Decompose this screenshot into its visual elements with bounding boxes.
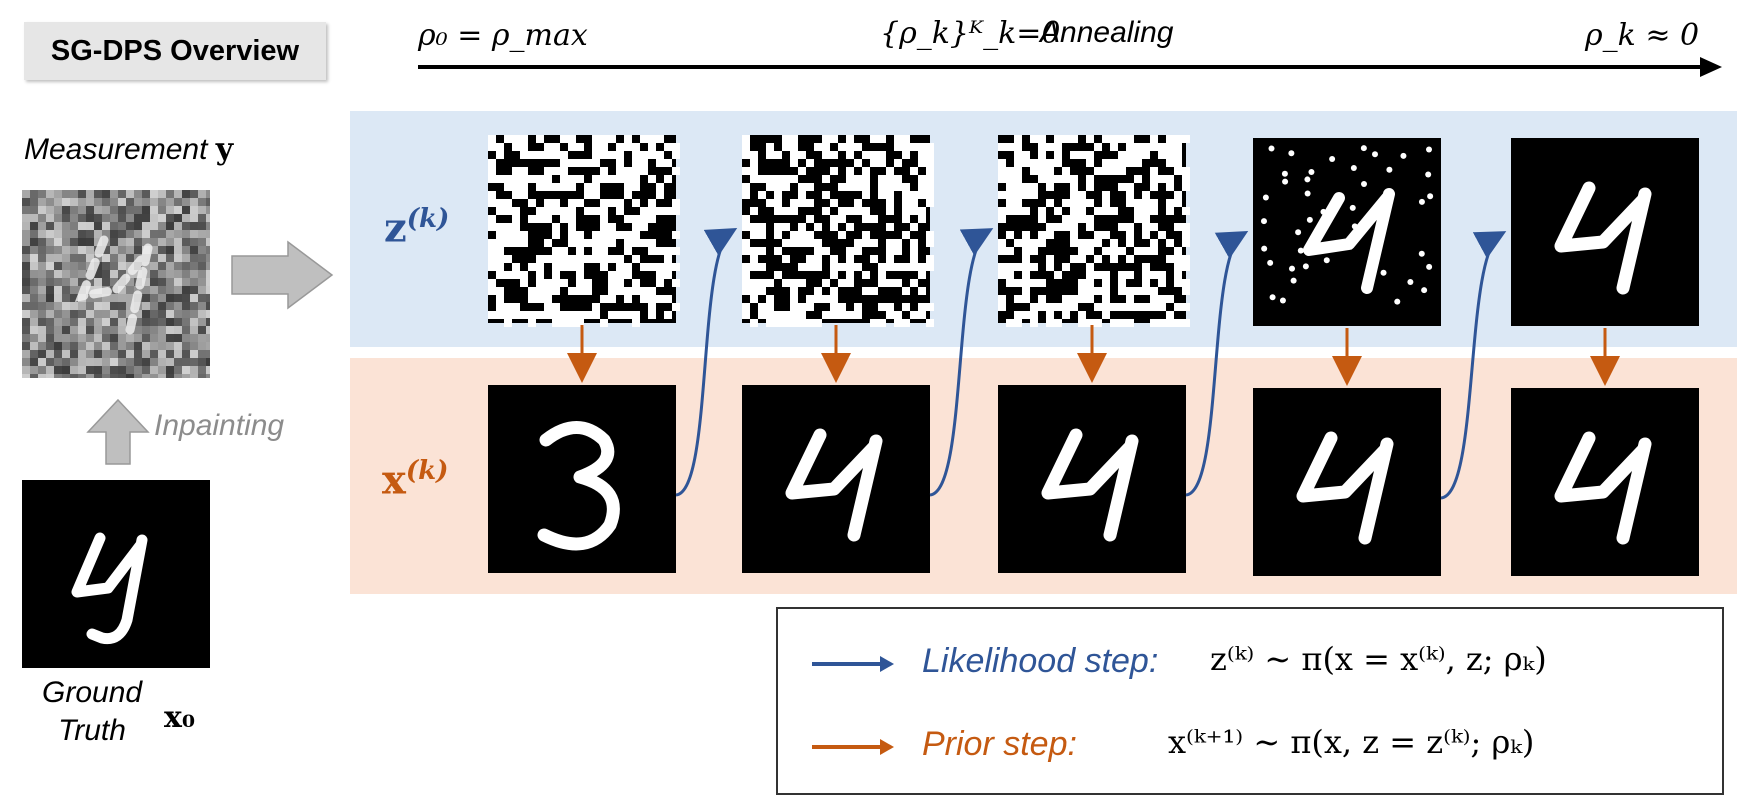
measurement-image: [22, 190, 210, 378]
measurement-to-rows-arrow: [231, 240, 334, 310]
annealing-label: Annealing: [1040, 16, 1174, 49]
likelihood-step-equation: z⁽ᵏ⁾ ∼ π(x = x⁽ᵏ⁾, z; ρₖ): [1210, 640, 1547, 678]
x-symbol: x: [382, 456, 406, 504]
z-symbol: z: [384, 204, 407, 252]
inpainting-label: Inpainting: [154, 409, 285, 442]
z-tile-3: [998, 135, 1190, 327]
measurement-text: Measurement: [24, 133, 208, 166]
x-row-label: x(k): [382, 456, 448, 503]
diagram-title: SG-DPS Overview: [24, 22, 326, 80]
z-tile-2: [742, 135, 934, 327]
annealing-end: ρ_k ≈ 0: [1585, 18, 1700, 53]
legend-blue-arrow: [812, 656, 894, 672]
legend-box: [776, 607, 1724, 795]
annealing-arrow: [418, 57, 1722, 77]
prior-step-equation: x⁽ᵏ⁺¹⁾ ∼ π(x, z = z⁽ᵏ⁾; ρₖ): [1168, 723, 1535, 761]
prior-step-label: Prior step:: [922, 725, 1077, 763]
likelihood-arrow-2: [929, 228, 994, 497]
likelihood-arrow-4: [1440, 231, 1507, 500]
annealing-start: ρ₀ = ρ_max: [418, 18, 588, 53]
sampling-flow: [488, 135, 1699, 576]
measurement-symbol: y: [215, 132, 234, 167]
z-row-label: z(k): [384, 204, 449, 251]
x-tile-4: [1253, 388, 1441, 576]
likelihood-step-label: Likelihood step:: [922, 642, 1159, 680]
ground-truth-line1: Ground: [42, 676, 143, 709]
ground-truth-label: Ground Truth: [42, 674, 142, 750]
ground-truth-image: [22, 480, 210, 668]
x-tile-3: [998, 385, 1186, 573]
x-tile-2: [742, 385, 930, 573]
measurement-label: Measurement y: [24, 132, 233, 167]
ground-truth-symbol: x₀: [164, 700, 196, 735]
z-tile-4: [1253, 138, 1441, 326]
z-tile-1: [488, 135, 680, 327]
x-tile-1: [488, 385, 676, 573]
z-tile-5: [1511, 138, 1699, 326]
likelihood-arrow-3: [1185, 231, 1249, 497]
ground-truth-line2: Truth: [58, 714, 126, 747]
x-superscript: (k): [405, 456, 449, 486]
annealing-schedule: {ρ_k}ᴷ_k=0: [880, 16, 1061, 51]
likelihood-arrow-1: [675, 227, 738, 497]
inpainting-arrow: [86, 398, 150, 465]
legend-orange-arrow: [812, 739, 894, 755]
x-tile-5: [1511, 388, 1699, 576]
z-superscript: (k): [406, 204, 450, 234]
